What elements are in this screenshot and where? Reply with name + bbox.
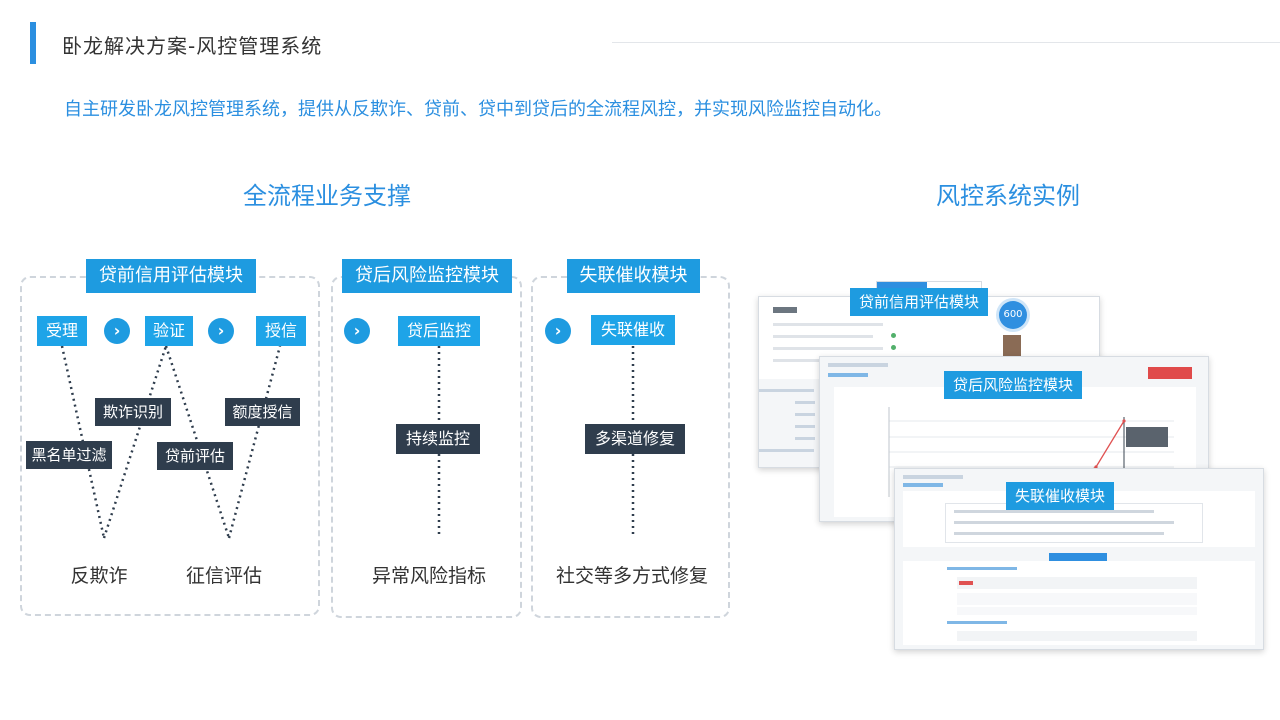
step-post-loan-monitor: 贷后监控 <box>398 316 480 346</box>
status-dot-icon <box>891 345 896 350</box>
substep-continuous-monitor: 持续监控 <box>396 424 480 454</box>
substep-blacklist: 黑名单过滤 <box>26 441 112 469</box>
left-section-heading: 全流程业务支撑 <box>243 182 411 210</box>
panel-post-loan-title: 贷后风险监控模块 <box>342 259 512 293</box>
substep-pre-loan-eval: 贷前评估 <box>157 442 233 470</box>
step-credit-grant: 授信 <box>256 316 306 346</box>
step-lost-contact-collection: 失联催收 <box>591 315 675 345</box>
chevron-right-icon: › <box>344 318 370 344</box>
status-dot-icon <box>891 333 896 338</box>
substep-fraud-detection: 欺诈识别 <box>95 398 171 426</box>
action-button <box>1049 553 1107 561</box>
alert-badge <box>1148 367 1192 379</box>
page-title: 卧龙解决方案-风控管理系统 <box>62 34 323 58</box>
avatar <box>1003 335 1021 357</box>
screenshot-post-loan-label: 贷后风险监控模块 <box>944 371 1082 399</box>
outcome-anti-fraud: 反欺诈 <box>70 565 128 587</box>
panel-pre-loan-title: 贷前信用评估模块 <box>86 259 256 293</box>
step-verify: 验证 <box>145 316 193 346</box>
page-subtitle: 自主研发卧龙风控管理系统，提供从反欺诈、贷前、贷中到贷后的全流程风控，并实现风险… <box>64 99 892 120</box>
title-divider <box>612 42 1280 43</box>
right-section-heading: 风控系统实例 <box>936 182 1080 210</box>
chevron-right-icon: › <box>208 318 234 344</box>
outcome-abnormal-indicators: 异常风险指标 <box>371 565 486 587</box>
outcome-credit-eval: 征信评估 <box>185 565 262 587</box>
substep-multichannel-repair: 多渠道修复 <box>585 424 685 454</box>
screenshot-collection-records <box>903 561 1255 645</box>
credit-score-badge: 600 <box>999 301 1027 329</box>
outcome-social-repair: 社交等多方式修复 <box>555 565 708 587</box>
chevron-right-icon: › <box>104 318 130 344</box>
panel-collection-title: 失联催收模块 <box>567 259 700 293</box>
title-accent-bar <box>30 22 36 64</box>
step-accept: 受理 <box>37 316 87 346</box>
substep-limit-grant: 额度授信 <box>225 398 300 426</box>
screenshot-pre-loan-label: 贷前信用评估模块 <box>850 288 988 316</box>
chevron-right-icon: › <box>545 318 571 344</box>
screenshot-collection-label: 失联催收模块 <box>1006 482 1114 510</box>
